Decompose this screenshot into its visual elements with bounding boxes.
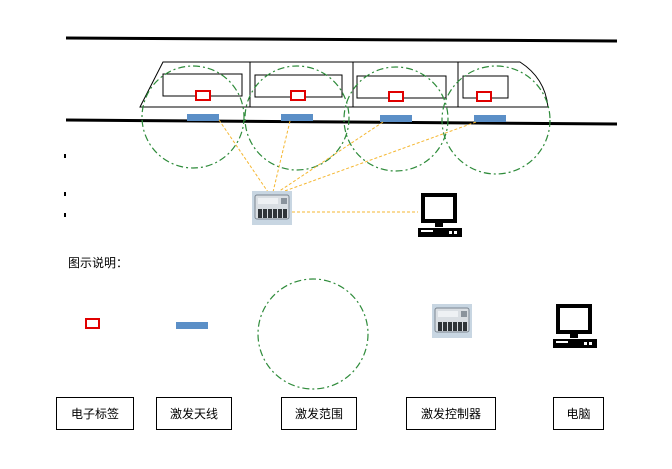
range-circle-icon	[244, 65, 350, 171]
antenna-link	[281, 121, 477, 193]
range-circle-icon	[441, 65, 551, 175]
legend-label-range: 激发范围	[281, 397, 357, 430]
margin-mark	[64, 154, 66, 158]
legend-label-controller: 激发控制器	[406, 397, 496, 430]
antenna-icon	[474, 115, 506, 122]
antenna-link	[218, 119, 269, 193]
legend-label-text: 电子标签	[70, 407, 119, 421]
legend-label-text: 电脑	[566, 407, 591, 421]
electronic-tag-icon	[195, 90, 211, 101]
train-body	[139, 61, 549, 108]
top-rail	[65, 36, 618, 43]
antenna-link	[277, 121, 384, 193]
legend-label-antenna: 激发天线	[156, 397, 232, 430]
antenna-icon	[281, 114, 313, 121]
legend-range-symbol	[257, 278, 369, 390]
bottom-rail	[65, 118, 618, 126]
antenna-icon	[187, 114, 219, 121]
margin-mark	[64, 213, 66, 217]
range-circle-icon	[343, 66, 449, 172]
legend-computer-symbol	[553, 304, 597, 348]
antenna-icon	[380, 115, 412, 122]
legend-antenna-symbol	[176, 322, 208, 329]
margin-mark	[64, 192, 66, 196]
legend-label-tag: 电子标签	[56, 397, 134, 430]
controller-icon	[251, 190, 293, 226]
legend-label-text: 激发控制器	[420, 407, 481, 421]
electronic-tag-icon	[476, 91, 492, 102]
range-circle-icon	[141, 65, 245, 169]
electronic-tag-icon	[388, 91, 404, 102]
computer-icon	[418, 193, 462, 237]
legend-controller-symbol	[431, 303, 473, 339]
legend-label-text: 激发天线	[169, 407, 218, 421]
legend-tag-symbol	[85, 318, 100, 329]
legend-label-text: 激发范围	[294, 407, 343, 421]
electronic-tag-icon	[290, 90, 306, 101]
legend-title: 图示说明：	[68, 256, 129, 270]
antenna-link	[272, 120, 291, 193]
legend-label-computer: 电脑	[553, 397, 604, 430]
